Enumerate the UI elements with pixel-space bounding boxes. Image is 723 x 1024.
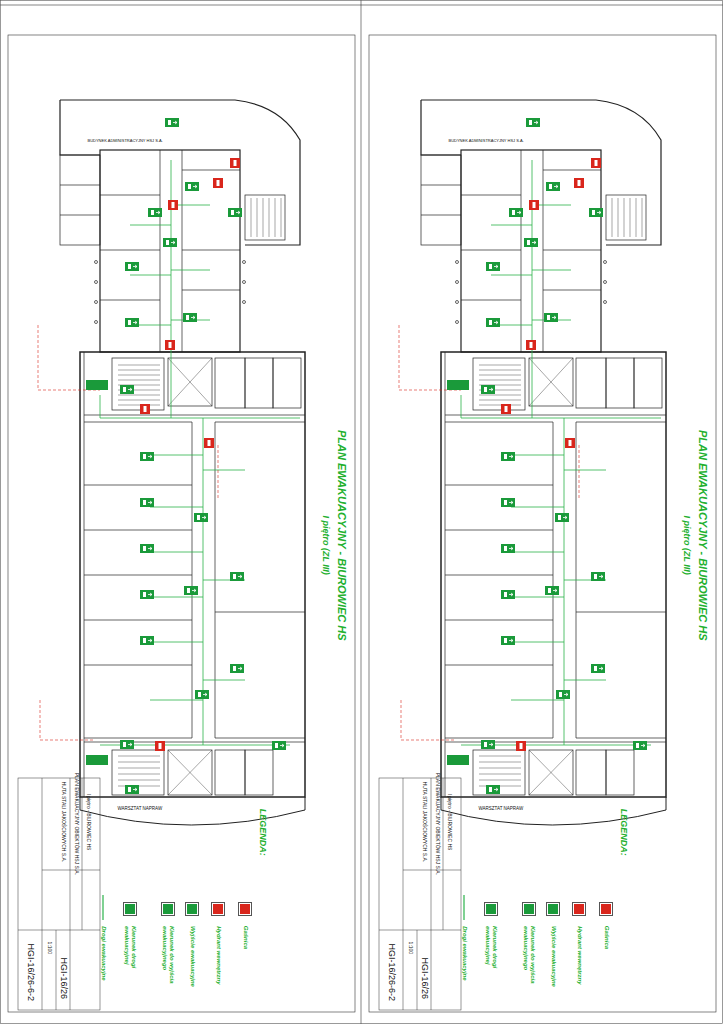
floor-subtitle: I piętro (ZL III) <box>320 516 330 575</box>
floor-subtitle: I piętro (ZL III) <box>681 516 691 575</box>
building-label: WARSZTAT NAPRAW <box>118 806 163 811</box>
title-block-text: I piętro - BIUROWIEC HS <box>85 793 91 850</box>
legend-text: Gaśnica <box>242 926 249 949</box>
legend-text: Kierunek drogi ewakuacyjnej <box>484 926 498 998</box>
legend-text: Kierunek drogi ewakuacyjnej <box>123 926 137 998</box>
legend-swatch <box>212 903 224 915</box>
plan-title: PLAN EWAKUACYJNY - BIUROWIEC HS <box>696 429 709 640</box>
legend-swatch <box>523 903 535 915</box>
legend-text: Hydrant wewnętrzny <box>576 926 583 984</box>
title-block-text: PLAN EWAKUACYJNY OBIEKTÓW HSJ S.A. <box>73 773 79 875</box>
legend-text: Hydrant wewnętrzny <box>215 926 222 984</box>
title-block-text: HUTA STALI JAKOŚCIOWYCH S.A. <box>60 782 66 863</box>
building-label: BUDYNEK ADMINISTRACYJNY HSJ S.A. <box>449 139 524 144</box>
legend-swatch <box>124 903 136 915</box>
plan-title: PLAN EWAKUACYJNY - BIUROWIEC HS <box>335 429 348 640</box>
legend-heading: LEGENDA: <box>618 809 628 856</box>
legend-swatch <box>600 903 612 915</box>
drawing-number: HGI-16/26-6-2 <box>26 943 36 1001</box>
building-label: WARSZTAT NAPRAW <box>479 806 524 811</box>
title-block-text: HUTA STALI JAKOŚCIOWYCH S.A. <box>421 782 427 863</box>
drawing-number: HGI-16/26-6-2 <box>387 943 397 1001</box>
legend-swatch <box>547 903 559 915</box>
building-label: BUDYNEK ADMINISTRACYJNY HSJ S.A. <box>88 139 163 144</box>
legend-text: Gaśnica <box>603 926 610 949</box>
legend-swatch <box>485 903 497 915</box>
legend-text: Wyjście ewakuacyjne <box>189 926 196 987</box>
title-block-text: PLAN EWAKUACYJNY OBIEKTÓW HSJ S.A. <box>434 773 440 875</box>
legend-text: Drogi ewakuacyjne <box>100 926 107 980</box>
legend-heading: LEGENDA: <box>257 809 267 856</box>
scale-text: 1:100 <box>407 942 413 955</box>
legend-swatch <box>573 903 585 915</box>
legend-swatch <box>186 903 198 915</box>
legend-swatch <box>162 903 174 915</box>
legend-text: Drogi ewakuacyjne <box>461 926 468 980</box>
legend-swatch <box>239 903 251 915</box>
legend-text: Wyjście ewakuacyjne <box>550 926 557 987</box>
drawing-number: HGI-16/26 <box>420 957 430 999</box>
scale-text: 1:100 <box>46 942 52 955</box>
legend-text: Kierunek do wyjścia ewakuacyjnego <box>161 926 175 998</box>
title-block-text: I piętro - BIUROWIEC HS <box>446 793 452 850</box>
drawing-number: HGI-16/26 <box>59 957 69 999</box>
legend-text: Kierunek do wyjścia ewakuacyjnego <box>522 926 536 998</box>
